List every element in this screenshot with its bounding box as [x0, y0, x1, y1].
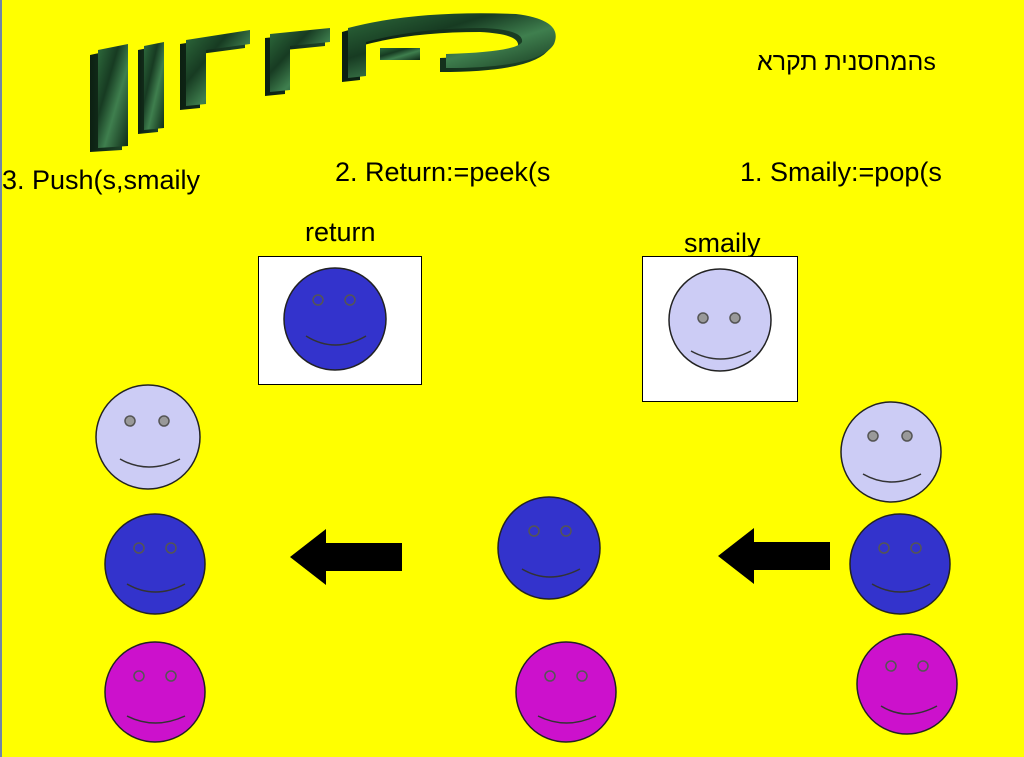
wordart-title [90, 13, 556, 152]
left-arrow-icon [290, 529, 402, 585]
step-3-label: 3. Push(s,smaily [2, 165, 201, 195]
step-1-label: 1. Smaily:=pop(s [740, 157, 942, 187]
smiley-face-icon [849, 513, 951, 615]
smiley-face-icon [668, 268, 772, 372]
smiley-face-icon [95, 384, 201, 490]
stack-read-label: המחסנית תקראs [757, 48, 936, 76]
step-2-label: 2. Return:=peek(s [335, 157, 551, 187]
smiley-face-icon [104, 641, 206, 743]
smiley-face-icon [840, 401, 942, 503]
left-arrow-icon [718, 528, 830, 584]
smiley-face-icon [497, 496, 601, 600]
return-variable-label: return [305, 217, 376, 247]
smiley-face-icon [515, 641, 617, 743]
smaily-variable-label: smaily [684, 228, 761, 258]
slide-edge-line [0, 0, 2, 757]
smiley-face-icon [856, 633, 958, 735]
smiley-face-icon [104, 513, 206, 615]
smiley-face-icon [283, 267, 387, 371]
wordart-letters [90, 13, 556, 152]
